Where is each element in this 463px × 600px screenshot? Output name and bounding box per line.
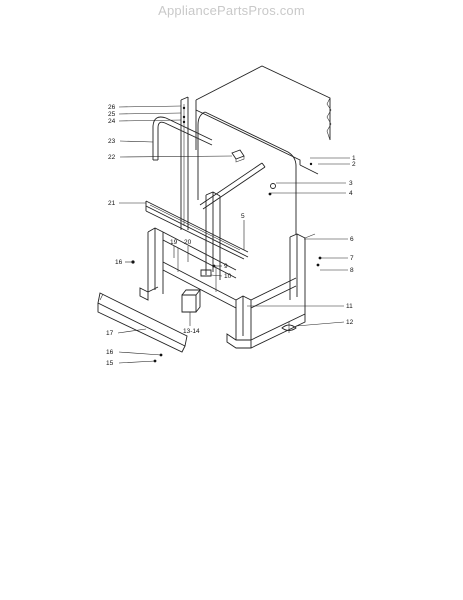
callout-13-14: 13-14: [183, 328, 200, 335]
watermark-text: AppliancePartsPros.com: [158, 3, 305, 18]
bracket-part: [231, 149, 245, 163]
leader-lines: [117, 105, 350, 364]
hose-part: [152, 116, 213, 161]
rear-side-rail: [180, 96, 189, 230]
slide-rail: [145, 200, 249, 260]
base-frame: [139, 227, 306, 349]
callout-22: 22: [108, 154, 116, 161]
callout-23: 23: [108, 138, 116, 145]
callout-25: 25: [108, 111, 116, 118]
callout-10: 10: [224, 273, 232, 280]
callout-26: 26: [108, 104, 116, 111]
callout-20: 20: [184, 239, 192, 246]
callout-5: 5: [241, 213, 245, 220]
right-upright: [289, 233, 316, 300]
callout-labels: 26 25 24 23 22 21 1 2 3 4 5 6 7 8 16 19 …: [106, 104, 356, 367]
inner-brace: [199, 162, 266, 210]
small-parts: [131, 162, 322, 363]
callout-12: 12: [346, 319, 354, 326]
callout-17: 17: [106, 330, 114, 337]
callout-21: 21: [108, 200, 116, 207]
callout-4: 4: [349, 190, 353, 197]
callout-7: 7: [350, 255, 354, 262]
callout-16: 16: [106, 349, 114, 356]
callout-11: 11: [346, 303, 353, 310]
callout-3: 3: [349, 180, 353, 187]
callout-19: 19: [170, 239, 178, 246]
callout-9: 9: [224, 263, 228, 270]
tub-outline: [195, 65, 332, 234]
callout-16-side: 16: [115, 259, 123, 266]
callout-8: 8: [350, 267, 354, 274]
toe-kick-panel: [97, 292, 188, 353]
callout-2: 2: [352, 161, 356, 168]
callout-1: 1: [352, 155, 356, 162]
callout-6: 6: [350, 236, 354, 243]
callout-24: 24: [108, 118, 116, 125]
callout-15: 15: [106, 360, 114, 367]
